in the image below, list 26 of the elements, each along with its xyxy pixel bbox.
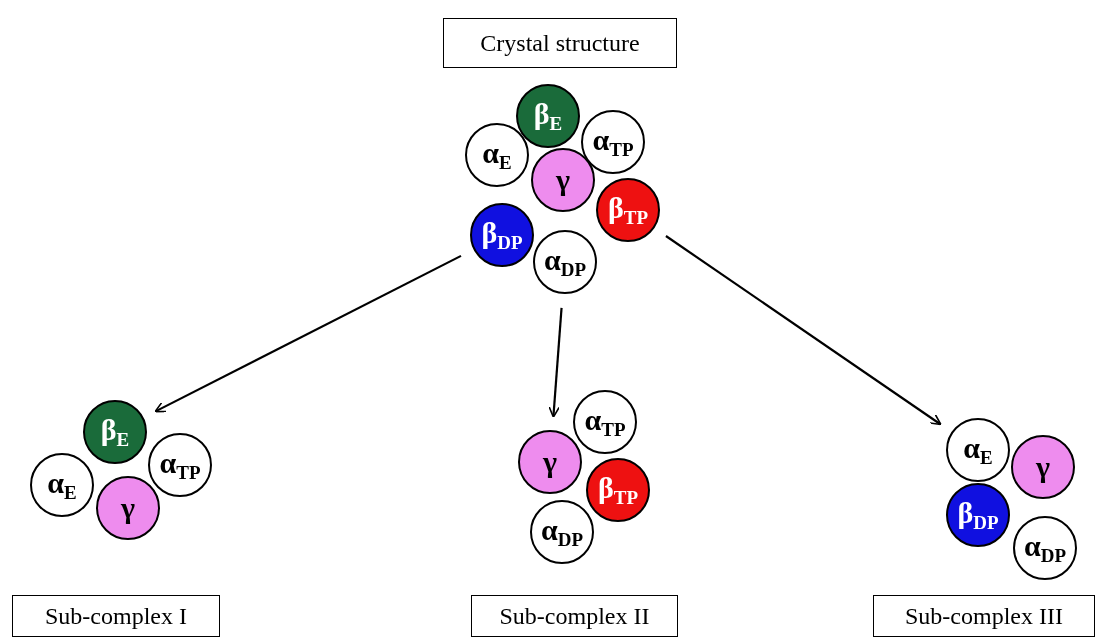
subunit-circle: α$_{E}$: [30, 453, 94, 517]
subunit-circle: α$_{DP}$: [1013, 516, 1077, 580]
subunit-circle: α$_{TP}$: [573, 390, 637, 454]
subunit-circle: γ: [518, 430, 582, 494]
label-box: Sub-complex III: [873, 595, 1095, 637]
subunit-circle: α$_{DP}$: [530, 500, 594, 564]
label-box: Sub-complex II: [471, 595, 678, 637]
label-box: Crystal structure: [443, 18, 677, 68]
arrow: [548, 307, 563, 418]
subunit-circle: γ: [531, 148, 595, 212]
subunit-circle: γ: [96, 476, 160, 540]
arrow: [154, 254, 462, 413]
subunit-circle: β$_{E}$: [516, 84, 580, 148]
subunit-circle: α$_{TP}$: [148, 433, 212, 497]
subunit-circle: β$_{TP}$: [596, 178, 660, 242]
subunit-circle: α$_{TP}$: [581, 110, 645, 174]
label-box: Sub-complex I: [12, 595, 220, 637]
subunit-circle: β$_{E}$: [83, 400, 147, 464]
subunit-circle: α$_{E}$: [465, 123, 529, 187]
arrow: [665, 235, 942, 426]
subunit-circle: β$_{DP}$: [470, 203, 534, 267]
subunit-circle: α$_{DP}$: [533, 230, 597, 294]
subunit-circle: β$_{DP}$: [946, 483, 1010, 547]
subunit-circle: γ: [1011, 435, 1075, 499]
subunit-circle: α$_{E}$: [946, 418, 1010, 482]
subunit-circle: β$_{TP}$: [586, 458, 650, 522]
